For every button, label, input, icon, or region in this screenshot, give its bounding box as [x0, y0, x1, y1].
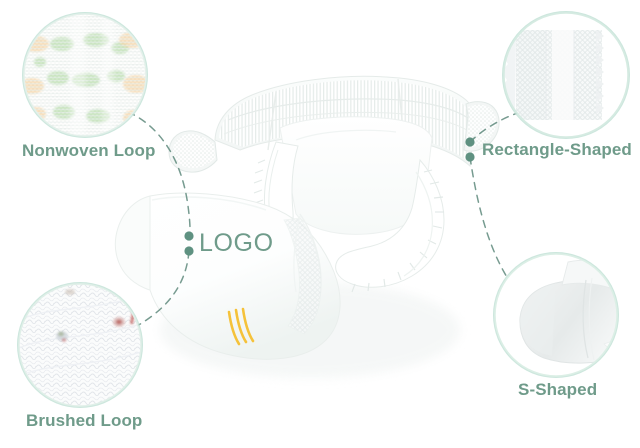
callout-label-s-shaped: S-Shaped: [518, 380, 598, 399]
callout-dots: [184, 137, 475, 256]
serrated-edge: [596, 30, 604, 114]
callout-label-rectangle-shaped: Rectangle-Shaped: [482, 140, 632, 159]
logo-dot-lower-icon[interactable]: [184, 246, 194, 256]
product-logo-placeholder: LOGO: [199, 229, 274, 257]
nonwoven-loop-inset: [22, 12, 148, 138]
connector-s-shaped: [469, 156, 517, 291]
diaper-center-seam: [293, 215, 301, 293]
product-illustration: [114, 75, 500, 378]
rectangle-shaped-inset: [502, 11, 630, 139]
brushed-loop-inset: [17, 282, 143, 408]
diaper-leg-cuff-right: [335, 158, 445, 293]
tab-dot-lower-icon[interactable]: [465, 152, 475, 162]
tab-dot-upper-icon[interactable]: [465, 137, 475, 147]
wetness-indicator-stripes: [227, 307, 255, 346]
connector-brushed-loop: [123, 250, 190, 333]
logo-dot-upper-icon[interactable]: [184, 231, 194, 241]
diaper-left-tab: [168, 130, 218, 173]
callout-label-nonwoven-loop: Nonwoven Loop: [22, 141, 156, 160]
callout-label-brushed-loop: Brushed Loop: [26, 411, 143, 430]
s-shaped-inset: [493, 252, 619, 378]
fiber-flecks: [56, 289, 136, 342]
ruffle-ridges: [351, 169, 444, 293]
